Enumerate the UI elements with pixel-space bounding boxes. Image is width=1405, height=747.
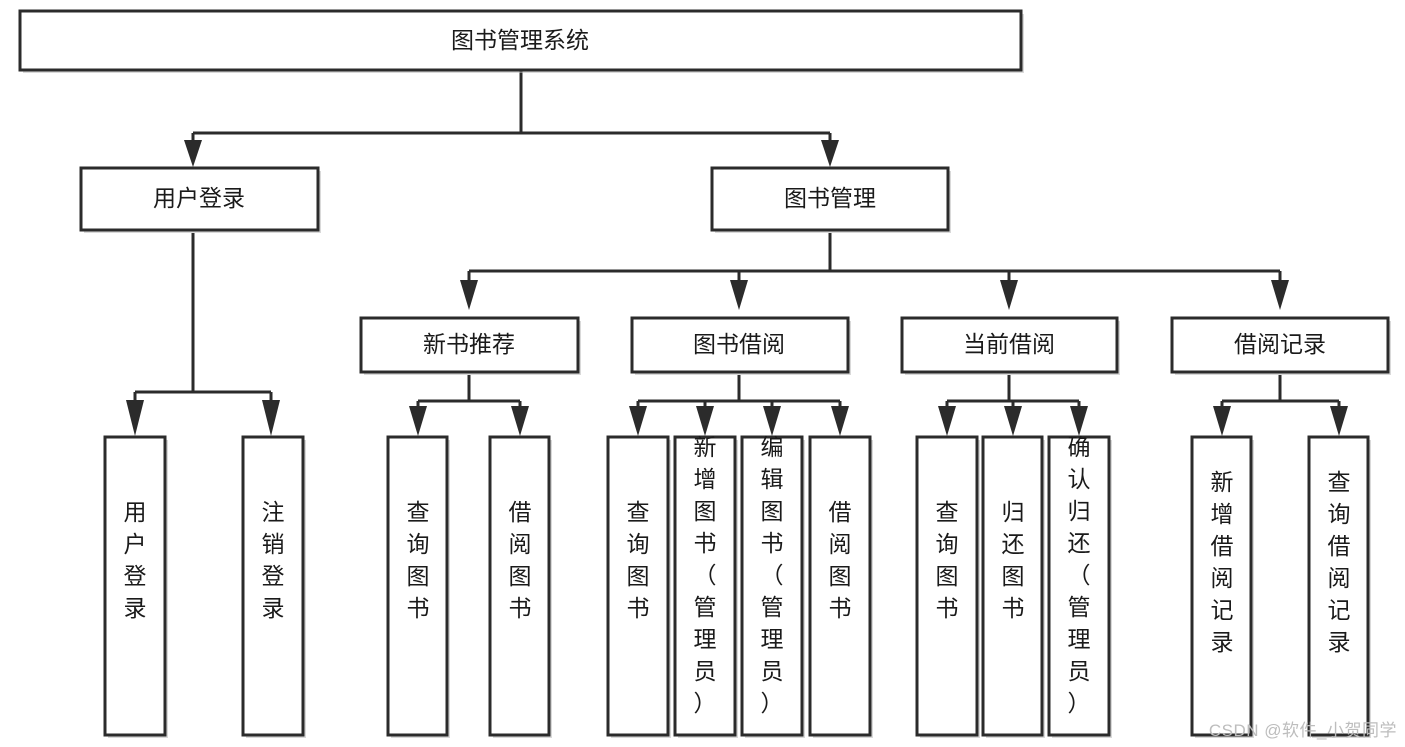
leaf-new-book-2-box [488,435,551,737]
leaf-book-borrow-2-box [673,435,737,737]
leaf-user-login-2[interactable]: 注销登录 [241,435,306,738]
leaf-current-borrow-3-box [1047,435,1111,737]
leaf-current-borrow-2-label: 归还图书 [1002,499,1025,621]
arrow-new-book-leaf-1 [409,406,427,436]
leaf-book-borrow-2-label: 新增图书（管理员） [694,434,717,716]
arrow-to-book-borrow [730,280,748,310]
leaf-current-borrow-1-box [915,435,979,737]
arrow-to-new-book [460,280,478,310]
leaf-new-book-2-label: 借阅图书 [509,499,532,621]
node-book-manage-label: 图书管理 [784,185,876,211]
leaf-current-borrow-1[interactable]: 查询图书 [915,435,980,738]
arrow-current-borrow-leaf-3 [1070,406,1088,436]
arrow-borrow-record-leaf-2 [1330,406,1348,436]
node-book-borrow-box [630,316,850,374]
node-new-book-recommend-label: 新书推荐 [423,331,515,357]
leaf-borrow-record-2-box [1307,435,1370,737]
leaf-book-borrow-3-box [740,435,804,737]
arrow-current-borrow-leaf-2 [1004,406,1022,436]
node-new-book-recommend[interactable]: 新书推荐 [359,316,581,375]
leaf-user-login-1-label: 用户登录 [124,499,147,621]
leaf-book-borrow-2[interactable]: 新增图书（管理员） [673,434,738,738]
leaf-current-borrow-1-label: 查询图书 [936,499,959,621]
arrow-book-borrow-leaf-3 [763,406,781,436]
leaf-borrow-record-1[interactable]: 新增借阅记录 [1190,435,1254,738]
arrow-borrow-record-leaf-1 [1213,406,1231,436]
node-root-label: 图书管理系统 [451,27,589,53]
leaf-new-book-1-label: 查询图书 [407,499,430,621]
node-user-login-label: 用户登录 [153,185,245,211]
node-book-manage-box [710,166,950,232]
arrow-to-current-borrow [1000,280,1018,310]
leaf-user-login-2-box [241,435,305,737]
arrow-user-login-leaf-2 [262,400,280,436]
leaf-book-borrow-1-box [606,435,670,737]
leaf-user-login-2-label: 注销登录 [262,499,285,621]
arrow-book-borrow-leaf-2 [696,406,714,436]
connector-layer [126,71,1348,436]
node-borrow-record-label: 借阅记录 [1234,331,1326,357]
node-root[interactable]: 图书管理系统 [18,9,1024,73]
leaf-current-borrow-2[interactable]: 归还图书 [981,435,1045,738]
leaf-borrow-record-1-label: 新增借阅记录 [1211,469,1234,655]
node-book-borrow[interactable]: 图书借阅 [630,316,851,375]
node-book-borrow-label: 图书借阅 [693,331,785,357]
leaf-book-borrow-4[interactable]: 借阅图书 [808,435,873,738]
node-current-borrow-label: 当前借阅 [963,331,1055,357]
leaf-current-borrow-2-box [981,435,1044,737]
node-book-manage[interactable]: 图书管理 [710,166,951,233]
arrow-book-borrow-leaf-4 [831,406,849,436]
leaf-current-borrow-3[interactable]: 确认归还（管理员） [1047,434,1112,738]
node-root-box [18,9,1023,72]
leaf-new-book-2[interactable]: 借阅图书 [488,435,552,738]
leaf-book-borrow-4-label: 借阅图书 [829,499,852,621]
arrow-current-borrow-leaf-1 [938,406,956,436]
leaf-book-borrow-1-label: 查询图书 [627,499,650,621]
node-borrow-record-box [1170,316,1390,374]
leaf-borrow-record-2-label: 查询借阅记录 [1328,469,1351,655]
arrow-to-book-manage [821,140,839,167]
leaf-borrow-record-1-box [1190,435,1253,737]
arrow-to-borrow-record [1271,280,1289,310]
node-current-borrow-box [900,316,1119,374]
leaf-user-login-1-box [103,435,167,737]
leaf-book-borrow-3[interactable]: 编辑图书（管理员） [740,434,805,738]
node-new-book-recommend-box [359,316,580,374]
node-user-login-box [79,166,320,232]
node-user-login[interactable]: 用户登录 [79,166,321,233]
arrow-to-user-login [184,140,202,167]
csdn-watermark: CSDN @软件_小贺同学 [1208,721,1397,740]
leaf-book-borrow-3-label: 编辑图书（管理员） [761,434,784,716]
leaf-user-login-1[interactable]: 用户登录 [103,435,168,738]
leaf-current-borrow-3-label: 确认归还（管理员） [1068,434,1091,716]
arrow-book-borrow-leaf-1 [629,406,647,436]
arrow-new-book-leaf-2 [511,406,529,436]
leaf-new-book-1-box [386,435,449,737]
node-current-borrow[interactable]: 当前借阅 [900,316,1120,375]
leaf-borrow-record-2[interactable]: 查询借阅记录 [1307,435,1371,738]
leaf-new-book-1[interactable]: 查询图书 [386,435,450,738]
arrow-user-login-leaf-1 [126,400,144,436]
leaf-book-borrow-4-box [808,435,872,737]
leaf-book-borrow-1[interactable]: 查询图书 [606,435,671,738]
node-borrow-record[interactable]: 借阅记录 [1170,316,1391,375]
